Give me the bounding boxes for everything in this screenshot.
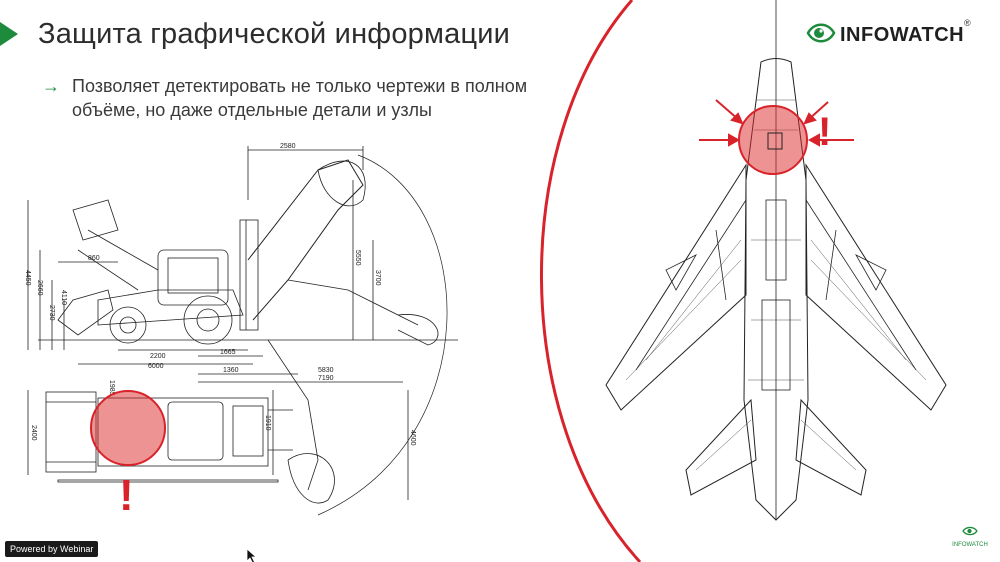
dim-label: 2580 (280, 143, 296, 150)
logo-brand-text: INFOWATCH (840, 24, 965, 46)
dim-label: 6000 (148, 363, 164, 370)
dim-label: 5830 (318, 367, 334, 374)
powered-by-webinar-badge[interactable]: Powered by Webinar (5, 541, 99, 557)
dim-label: 2730 (48, 305, 55, 321)
logo-registered-mark: ® (964, 18, 971, 28)
dim-label: 4110 (60, 290, 67, 305)
arrow-right-icon: → (42, 76, 60, 96)
alert-mark-right: ! (818, 110, 832, 154)
infowatch-eye-icon (962, 526, 978, 536)
dim-label: 2400 (30, 425, 37, 441)
highlight-arrows (699, 99, 854, 147)
detected-part-highlight (90, 390, 166, 466)
alert-mark-left: ! (119, 471, 134, 520)
bullet-text: Позволяет детектировать не только чертеж… (72, 76, 528, 120)
dim-label: 1360 (223, 367, 239, 374)
backhoe-drawing: 2580 5550 3700 4450 2660 2730 860 4110 2… (24, 143, 458, 516)
dim-label: 3700 (374, 270, 381, 286)
dim-label: 4600 (409, 430, 416, 446)
dim-label: 1985 (108, 380, 115, 396)
dim-label: 4450 (24, 270, 31, 286)
infowatch-eye-icon (806, 23, 836, 43)
aircraft-drawing (605, 0, 947, 521)
dim-label: 5550 (354, 250, 361, 266)
dim-label: 1665 (220, 349, 236, 356)
dim-label: 7190 (318, 375, 334, 382)
dim-label: 1910 (264, 415, 271, 431)
small-infowatch-logo: INFOWATCH (950, 524, 990, 548)
slide-title: Защита графической информации (38, 18, 511, 50)
dim-label: 2660 (36, 280, 43, 296)
dim-label: 2200 (150, 353, 166, 360)
slide-marker (0, 22, 18, 46)
mouse-cursor-icon (246, 548, 258, 562)
small-logo-text: INFOWATCH (952, 542, 988, 548)
dim-label: 860 (88, 255, 100, 262)
detected-part-highlight (738, 105, 808, 175)
